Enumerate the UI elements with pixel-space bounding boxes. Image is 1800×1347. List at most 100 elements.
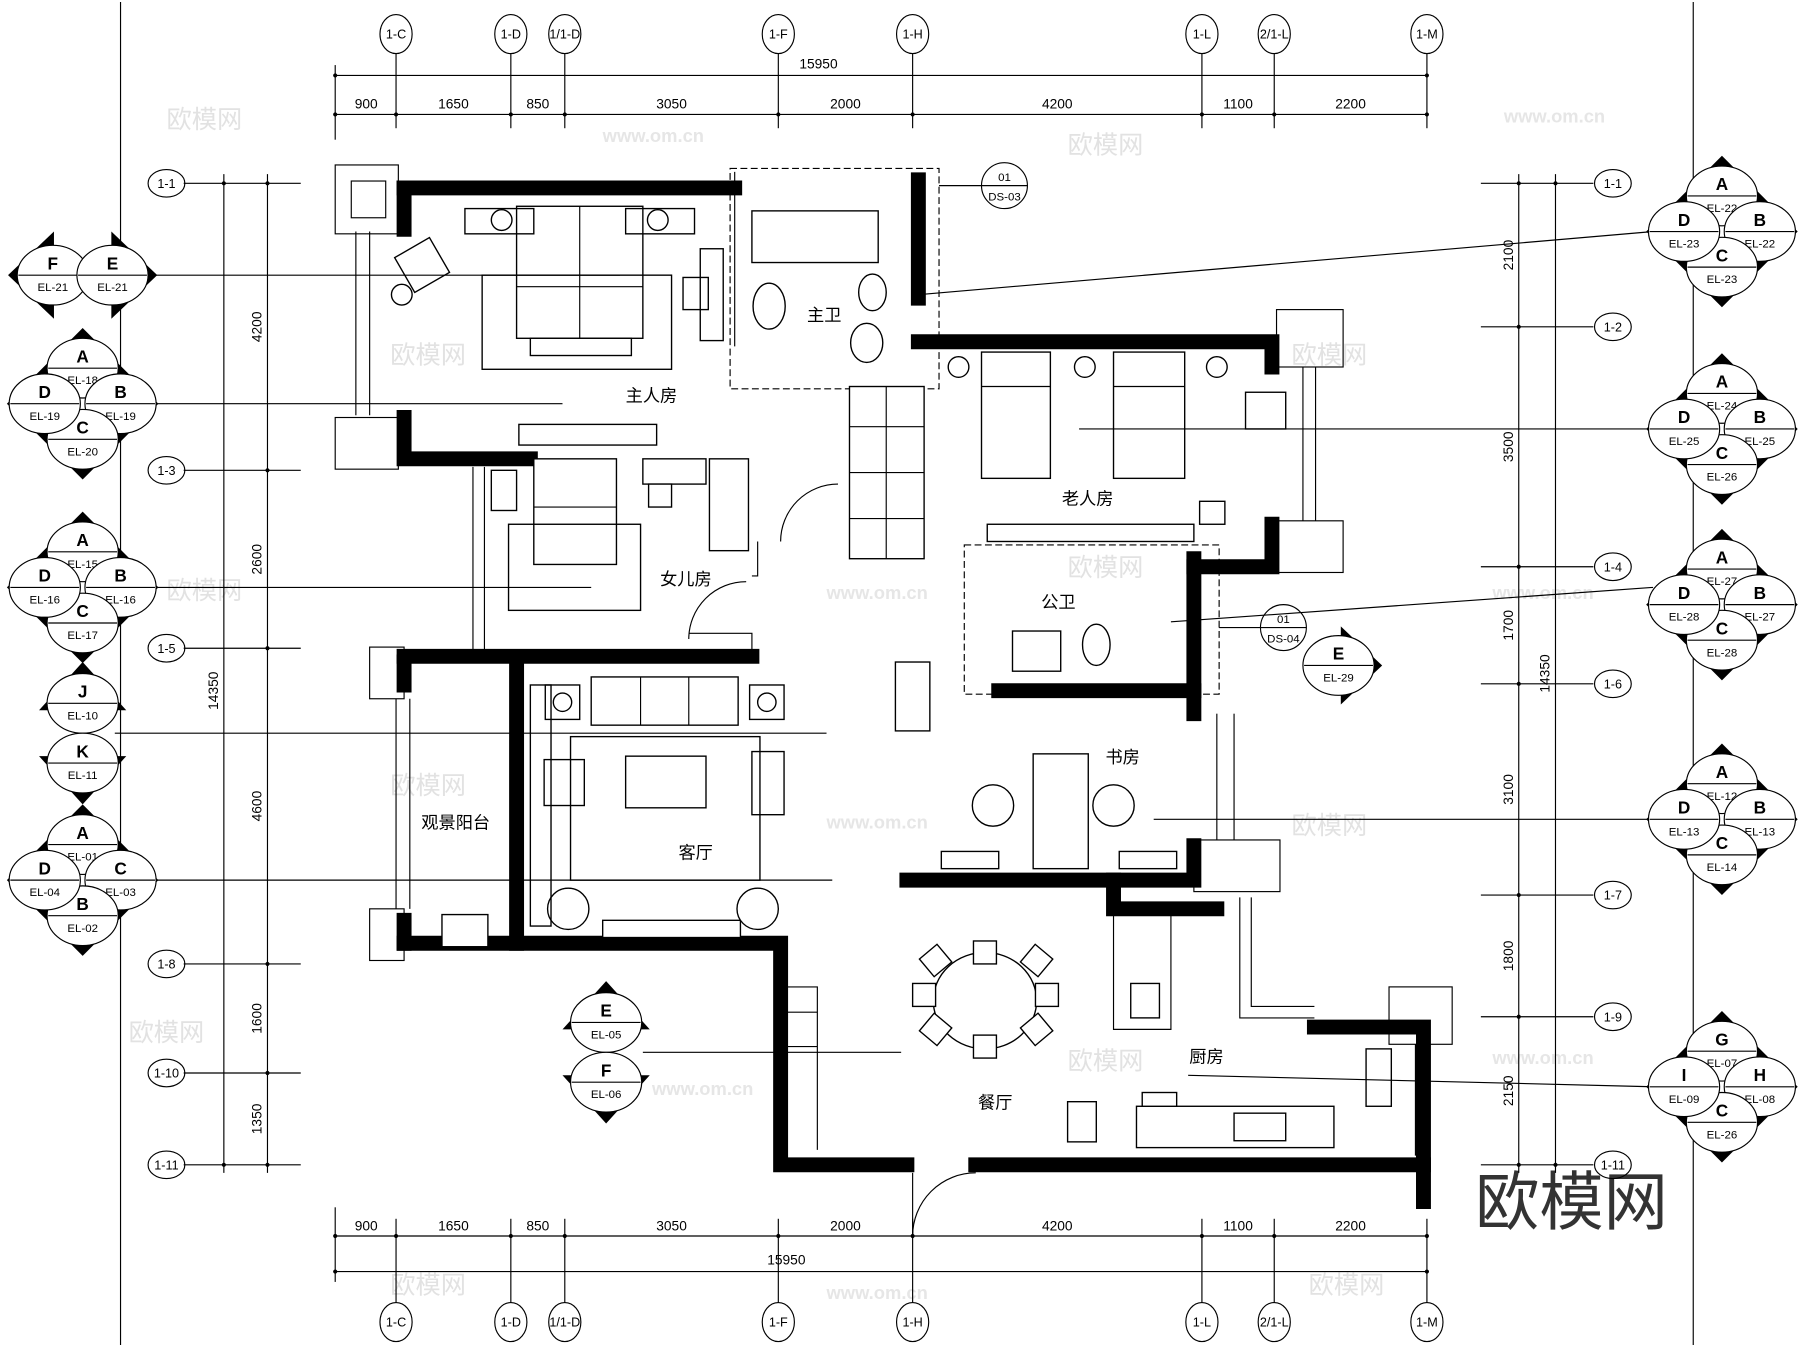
watermark-url: www.om.cn [826,582,928,603]
watermark: 欧模网 [166,105,242,134]
elevation-markers: FEL-21EEL-21AEL-18BEL-19CEL-20DEL-19AEL-… [6,155,1798,1163]
grid-bubble [1257,1302,1291,1343]
dimension-total: 15950 [767,1253,806,1268]
elevation-sheet-code: EL-28 [1669,612,1700,624]
elevation-sheet-code: EL-04 [29,887,60,899]
grid-label: 1-C [386,1316,406,1330]
master-tv-cabinet [518,423,658,446]
grid-label: 1-L [1193,1316,1211,1330]
elevation-sheet-code: EL-07 [1707,1058,1738,1070]
dimension-tick [562,1233,567,1239]
watermark: 欧模网 [390,771,466,800]
elevation-sheet-code: EL-09 [1669,1094,1700,1106]
detail-ref-number: 01 [1277,614,1290,626]
grid-label: 1-2 [1604,320,1622,334]
grid-label: 1-F [769,1316,788,1330]
watermark: 欧模网 [166,576,242,605]
grid-bubble [147,633,186,663]
grid-bubble [1593,168,1632,198]
grid-label: 1/1-D [549,28,580,42]
elevation-sheet-code: EL-21 [38,282,69,294]
elevation-letter: I [1682,1065,1687,1085]
dimension-segment: 1800 [1501,940,1516,971]
dimension-segment: 2200 [1335,97,1366,112]
dimension-segment: 2600 [250,544,265,575]
desk [1032,753,1089,870]
grid-label: 1-10 [154,1067,179,1081]
grid-bubble [761,1302,795,1343]
elevation-sheet-code: EL-08 [1745,1094,1776,1106]
room-label-daughter-room: 女儿房 [660,570,712,590]
watermark: 欧模网 [390,341,466,370]
dimension-tick [508,112,513,117]
elevation-sheet-code: EL-26 [1707,472,1738,484]
dimension-tick [1272,112,1277,117]
bathtub [751,210,879,264]
elevation-sheet-code: EL-22 [1745,239,1776,251]
dimension-segment: 1650 [438,97,469,112]
grid-label: 1-1 [1604,177,1622,191]
grid-bubble [1410,13,1444,55]
elevation-sheet-code: EL-16 [105,594,136,606]
elevation-sheet-code: EL-15 [67,559,98,571]
elevation-letter: B [114,566,126,586]
elevation-sheet-code: EL-12 [1707,791,1738,803]
dimension-segment: 2000 [830,1218,861,1233]
room-label-elder-room: 老人房 [1062,490,1114,510]
grid-bubble [1410,1302,1444,1343]
grid-bubble [494,1302,528,1343]
watermark: 欧模网 [1068,1047,1144,1076]
elevation-letter: E [600,1001,611,1021]
elevation-sheet-code: EL-18 [67,375,98,387]
elevation-sheet-code: EL-29 [1323,673,1354,685]
dimension-tick [1272,1233,1277,1239]
grid-label: 1-6 [1604,677,1622,691]
grid-bubble [494,13,528,55]
elevation-sheet-code: EL-24 [1707,400,1738,412]
dimension-tick [1199,1233,1204,1239]
dimension-tick [1424,112,1429,117]
elevation-sheet-code: EL-19 [105,411,136,423]
elevation-letter: D [39,382,51,402]
room-label-kitchen: 厨房 [1189,1048,1223,1068]
elevation-letter: K [76,741,89,761]
walls [396,172,1431,1210]
grid-bubble [895,13,930,55]
elevation-letter: D [39,858,51,878]
dimension-segment: 1700 [1501,610,1516,641]
partitions [334,164,1453,1237]
grid-bubble [761,13,795,55]
watermark-url: www.om.cn [1503,105,1605,126]
grid-and-dimensions: 1-C1-C1-D1-D1/1-D1/1-D1-F1-F1-H1-H1-L1-L… [147,13,1632,1343]
grid-bubble [548,1302,582,1343]
dimension-segment: 4200 [1042,97,1073,112]
elevation-sheet-code: EL-23 [1707,274,1738,286]
grid-bubble [1593,312,1632,342]
watermark: 欧模网 [1068,130,1144,159]
daughter-bed [533,458,618,566]
elevation-marker-m-e29: EEL-29 [1302,626,1383,705]
room-label-master-bath: 主卫 [807,306,841,326]
dimension-tick [1199,112,1204,117]
elevation-sheet-code: EL-23 [1669,239,1700,251]
elevation-letter: A [1716,174,1728,194]
watermark: 欧模网 [390,1270,466,1299]
elder-bed-1 [980,351,1052,480]
elevation-letter: C [76,418,88,438]
watermark-url: www.om.cn [651,1078,753,1099]
dimension-tick [1424,1269,1429,1274]
elevation-sheet-code: EL-22 [1707,203,1738,215]
watermark-url: www.om.cn [826,1282,928,1303]
grid-label: 1/1-D [549,1316,580,1330]
grid-label: 1-L [1193,28,1211,42]
dimension-segment: 4600 [250,790,265,821]
detail-boundary-ds03 [729,167,940,390]
dimension-tick [1424,73,1429,78]
